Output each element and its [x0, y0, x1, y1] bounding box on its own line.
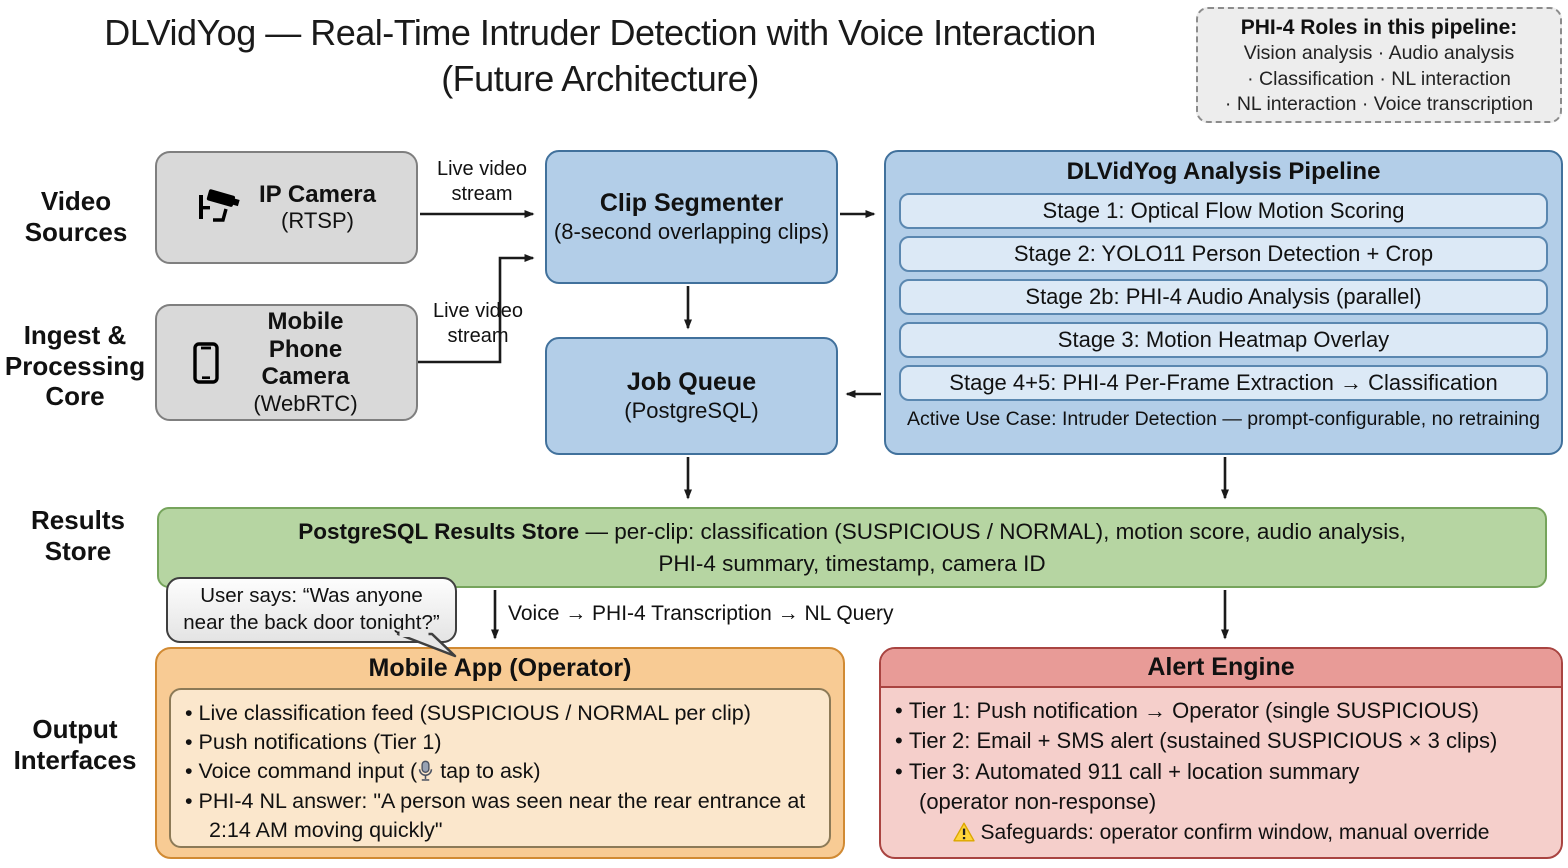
row-label-results-store: Results Store [31, 505, 125, 566]
pipeline-stage-2b: Stage 2b: PHI-4 Audio Analysis (parallel… [899, 279, 1548, 315]
clip-segmenter-title: Clip Segmenter [599, 189, 784, 218]
mobile-camera-box: Mobile Phone Camera (WebRTC) [155, 304, 418, 421]
ip-camera-protocol: (RTSP) [281, 208, 354, 234]
bullet-nl-answer: PHI-4 NL answer: "A person was seen near… [185, 787, 817, 845]
bullet-live-feed: Live classification feed (SUSPICIOUS / N… [185, 699, 817, 728]
speech-bubble: User says: “Was anyone near the back doo… [166, 577, 457, 643]
pipeline-stage-4-5: Stage 4+5: PHI-4 Per-Frame Extraction → … [899, 365, 1548, 401]
pipeline-title: DLVidYog Analysis Pipeline [1066, 158, 1381, 185]
row-label-ingest-core: Ingest & Processing Core [4, 320, 146, 412]
live-video-stream-label-1: Live video stream [436, 158, 528, 205]
phi4-roles-line2: · Classification · NL interaction [1247, 67, 1511, 90]
safeguards-text: Safeguards: operator confirm window, man… [980, 821, 1490, 845]
mobile-camera-protocol: (WebRTC) [253, 390, 358, 416]
phi4-roles-line1: Vision analysis · Audio analysis [1243, 42, 1515, 65]
results-store-title: PostgreSQL Results Store [298, 518, 580, 544]
alert-tier-2: Tier 2: Email + SMS alert (sustained SUS… [895, 726, 1547, 756]
job-queue-box: Job Queue (PostgreSQL) [545, 337, 838, 455]
ip-camera-box: IP Camera (RTSP) [155, 151, 418, 264]
page-title-line2: (Future Architecture) [441, 58, 759, 100]
clip-segmenter-box: Clip Segmenter (8-second overlapping cli… [545, 150, 838, 284]
pipeline-caption: Active Use Case: Intruder Detection — pr… [907, 408, 1540, 430]
clip-segmenter-subtitle: (8-second overlapping clips) [553, 219, 830, 245]
results-store-box: PostgreSQL Results Store — per-clip: cla… [157, 507, 1547, 588]
live-video-stream-label-2: Live video stream [432, 300, 524, 347]
pipeline-stage-2: Stage 2: YOLO11 Person Detection + Crop [899, 236, 1548, 272]
alert-engine-header: Alert Engine [881, 649, 1561, 688]
row-label-video-sources: Video Sources [24, 186, 128, 247]
job-queue-subtitle: (PostgreSQL) [624, 398, 759, 424]
bullet-push-notifications: Push notifications (Tier 1) [185, 728, 817, 757]
alert-tier-3-cont: (operator non-response) [919, 789, 1157, 815]
voice-query-label: Voice → PHI-4 Transcription → NL Query [508, 602, 894, 625]
mobile-app-panel: Live classification feed (SUSPICIOUS / N… [169, 688, 831, 848]
results-store-description: — per-clip: classification (SUSPICIOUS /… [579, 518, 1406, 576]
warning-icon [952, 822, 975, 842]
alert-tier-1: Tier 1: Push notification → Operator (si… [895, 696, 1547, 726]
mobile-app-box: Mobile App (Operator) Live classificatio… [155, 647, 845, 859]
bullet-voice-command-pre: Voice command input ( [198, 759, 418, 784]
pipeline-stage-1: Stage 1: Optical Flow Motion Scoring [899, 193, 1548, 229]
pipeline-box: DLVidYog Analysis Pipeline Stage 1: Opti… [884, 150, 1563, 455]
cctv-camera-icon [199, 188, 240, 222]
phi4-roles-title: PHI-4 Roles in this pipeline: [1240, 16, 1518, 39]
alert-tier-3: Tier 3: Automated 911 call + location su… [895, 757, 1547, 787]
page-title: DLVidYog — Real-Time Intruder Detection … [55, 10, 1145, 102]
bullet-voice-command: Voice command input ( tap to ask) [185, 757, 817, 786]
row-label-output-interfaces: Output Interfaces [13, 714, 137, 775]
mobile-app-title: Mobile App (Operator) [368, 654, 632, 682]
alert-engine-body: Tier 1: Push notification → Operator (si… [881, 688, 1561, 848]
smartphone-icon [192, 341, 219, 384]
mobile-camera-label: Mobile Phone Camera [261, 307, 350, 391]
bullet-voice-command-post: tap to ask) [434, 759, 541, 784]
speech-bubble-text: User says: “Was anyone near the back doo… [183, 584, 440, 634]
phi4-roles-line3: · NL interaction · Voice transcription [1224, 92, 1534, 115]
alert-engine-box: Alert Engine Tier 1: Push notification →… [879, 647, 1563, 859]
pipeline-stage-3: Stage 3: Motion Heatmap Overlay [899, 322, 1548, 358]
page-title-line1: DLVidYog — Real-Time Intruder Detection … [104, 12, 1096, 53]
phi4-roles-box: PHI-4 Roles in this pipeline: Vision ana… [1196, 7, 1562, 123]
job-queue-title: Job Queue [626, 368, 757, 397]
ip-camera-label: IP Camera [259, 180, 376, 208]
microphone-icon [419, 761, 433, 782]
safeguards-note: Safeguards: operator confirm window, man… [895, 819, 1547, 848]
